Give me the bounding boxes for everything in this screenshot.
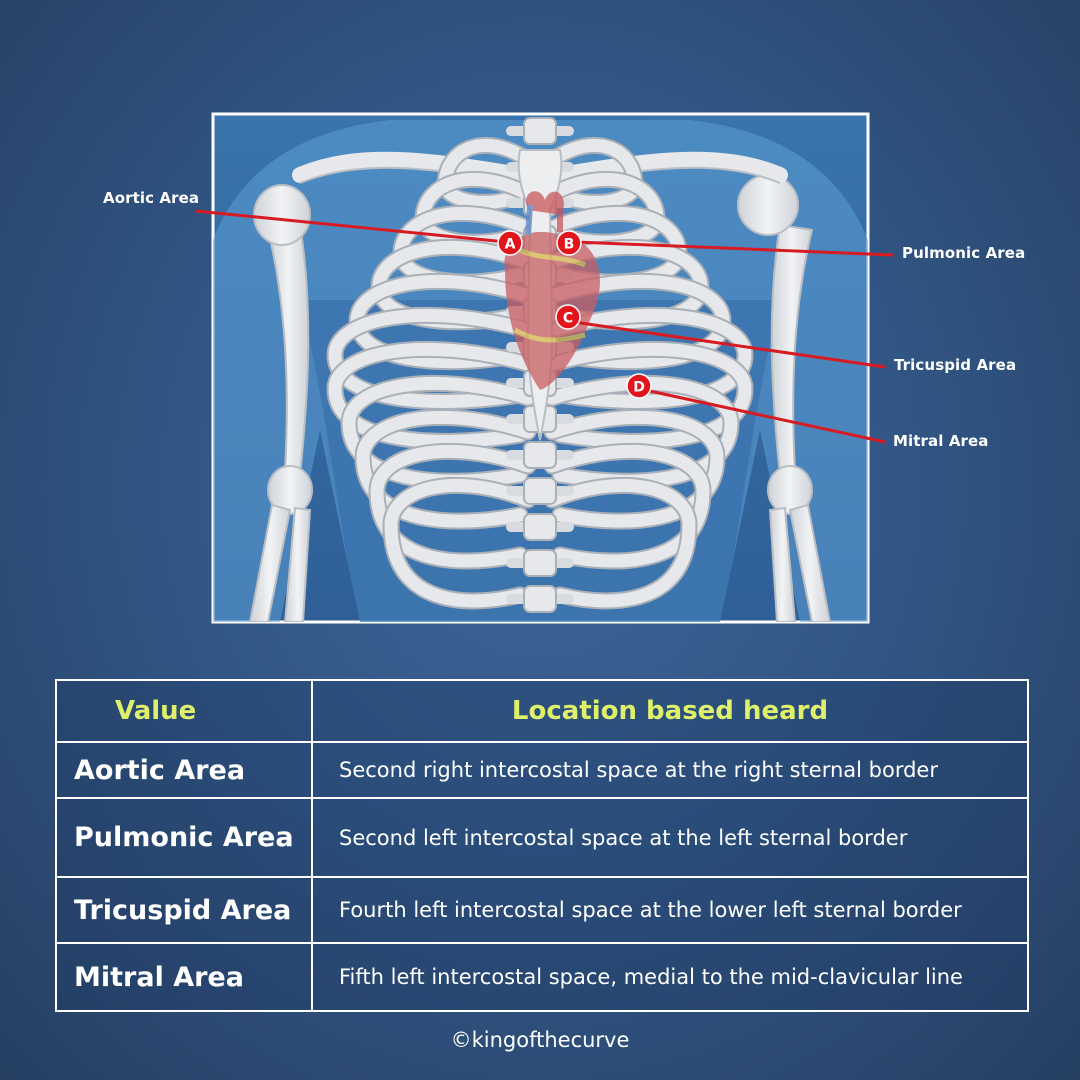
row-name: Mitral Area xyxy=(55,942,313,1012)
mitral-leader-line xyxy=(644,388,886,444)
marker-a: A xyxy=(497,230,523,256)
row-location: Fourth left intercostal space at the low… xyxy=(311,876,1029,944)
table-row: Aortic Area Second right intercostal spa… xyxy=(55,741,1029,799)
heart-illustration xyxy=(504,191,600,390)
clavicles xyxy=(292,151,788,183)
auscultation-table: Value Location based heard Aortic Area S… xyxy=(55,679,1029,1012)
vertebra xyxy=(523,549,557,577)
tricuspid-leader-line xyxy=(573,320,886,369)
copyright-footer: ©kingofthecurve xyxy=(450,1028,630,1052)
aortic-leader-line xyxy=(195,209,507,244)
rib xyxy=(384,478,535,608)
illustration-area: A B C D Aortic Area Pulmonic Area Tricus… xyxy=(103,112,1026,624)
vertebra xyxy=(523,585,557,613)
table-row: Tricuspid Area Fourth left intercostal s… xyxy=(55,876,1029,944)
rib xyxy=(370,444,535,568)
marker-d: D xyxy=(626,373,652,399)
marker-c-label: C xyxy=(563,311,573,327)
table-row: Mitral Area Fifth left intercostal space… xyxy=(55,942,1029,1012)
table-row: Pulmonic Area Second left intercostal sp… xyxy=(55,797,1029,878)
right-arm-bones xyxy=(737,174,832,622)
marker-c: C xyxy=(555,304,581,330)
row-name: Aortic Area xyxy=(55,741,313,799)
row-location: Second left intercostal space at the lef… xyxy=(311,797,1029,878)
tricuspid-area-callout: Tricuspid Area xyxy=(894,356,1017,374)
vertebra xyxy=(523,441,557,469)
rib xyxy=(328,308,535,408)
location-column-header: Location based heard xyxy=(311,679,1029,743)
rib xyxy=(328,342,535,448)
rib xyxy=(545,478,696,608)
rib xyxy=(545,444,710,568)
chest-anatomy-diagram: A B C D xyxy=(195,112,894,624)
rib xyxy=(356,410,535,528)
table-header-row: Value Location based heard xyxy=(55,679,1029,743)
row-name: Tricuspid Area xyxy=(55,876,313,944)
vertebra xyxy=(523,513,557,541)
vertebra xyxy=(523,477,557,505)
rib xyxy=(545,342,752,448)
pulmonic-area-callout: Pulmonic Area xyxy=(902,244,1026,262)
row-location: Fifth left intercostal space, medial to … xyxy=(311,942,1029,1012)
aortic-area-callout: Aortic Area xyxy=(103,189,200,207)
marker-b: B xyxy=(556,230,582,256)
pulmonic-leader-line xyxy=(575,240,894,257)
rib xyxy=(545,410,724,528)
marker-a-label: A xyxy=(505,237,516,253)
rib-cage xyxy=(326,136,754,610)
rib xyxy=(545,308,752,408)
row-location: Second right intercostal space at the ri… xyxy=(311,741,1029,799)
row-name: Pulmonic Area xyxy=(55,797,313,878)
leader-lines xyxy=(195,209,894,444)
marker-d-label: D xyxy=(633,380,645,396)
marker-b-label: B xyxy=(564,237,575,253)
left-arm-bones xyxy=(248,184,313,622)
value-column-header: Value xyxy=(55,679,313,743)
mitral-area-callout: Mitral Area xyxy=(893,432,989,450)
vertebra xyxy=(523,117,557,145)
